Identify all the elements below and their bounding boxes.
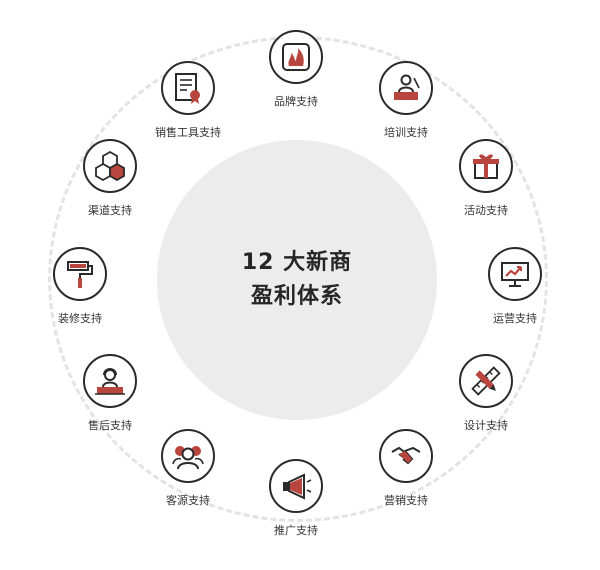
node-label: 装修支持 bbox=[58, 312, 102, 325]
node-label: 客源支持 bbox=[166, 494, 210, 507]
node-label: 活动支持 bbox=[464, 204, 508, 217]
node-label: 售后支持 bbox=[88, 419, 132, 432]
channel-cubes-icon bbox=[83, 139, 137, 193]
node-label: 渠道支持 bbox=[88, 204, 132, 217]
node-label: 运营支持 bbox=[493, 312, 537, 325]
center-title-line2: 盈利体系 bbox=[250, 284, 343, 309]
gift-box-icon bbox=[459, 139, 513, 193]
center-circle: 12 大新商 盈利体系 bbox=[157, 140, 437, 420]
service-agent-icon bbox=[83, 354, 137, 408]
pencil-ruler-icon bbox=[459, 354, 513, 408]
node-label: 销售工具支持 bbox=[155, 126, 221, 139]
brand-flame-icon bbox=[269, 30, 323, 84]
node-label: 推广支持 bbox=[274, 524, 318, 537]
center-title-line1: 12 大新商 bbox=[241, 250, 353, 275]
megaphone-icon bbox=[269, 459, 323, 513]
node-label: 设计支持 bbox=[464, 419, 508, 432]
node-label: 营销支持 bbox=[384, 494, 428, 507]
customer-group-icon bbox=[161, 429, 215, 483]
node-label: 品牌支持 bbox=[274, 95, 318, 108]
training-lecturer-icon bbox=[379, 61, 433, 115]
certificate-icon bbox=[161, 61, 215, 115]
node-label: 培训支持 bbox=[384, 126, 428, 139]
paint-roller-icon bbox=[53, 247, 107, 301]
monitor-chart-icon bbox=[488, 247, 542, 301]
handshake-icon bbox=[379, 429, 433, 483]
